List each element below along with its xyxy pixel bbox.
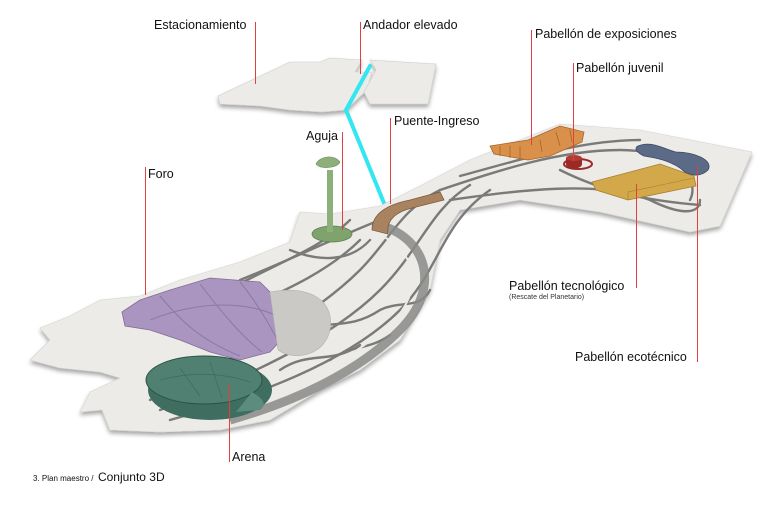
leader-puente [390,118,391,204]
label-estacionamiento: Estacionamiento [154,18,247,32]
leader-exposiciones [531,30,532,145]
caption-prefix: 3. Plan maestro / [33,474,94,483]
exposiciones-building [489,125,585,161]
tecnologico-building [591,163,697,201]
leader-estacionamiento [255,22,256,84]
label-puente-ingreso: Puente-Ingreso [394,114,480,128]
label-arena: Arena [232,450,266,464]
label-pabellon-tecnologico: Pabellón tecnológico [509,279,625,293]
label-pabellon-exposiciones: Pabellón de exposiciones [535,27,677,41]
ecotecnico-building [635,143,710,176]
leader-aguja [342,132,343,230]
foro-building [121,277,331,361]
puente-ingreso-bridge [371,191,445,235]
figure-caption: 3. Plan maestro / Conjunto 3D [33,468,165,486]
leader-foro [145,167,146,295]
parking-lot [217,57,437,113]
label-pabellon-juvenil: Pabellón juvenil [576,61,664,75]
elevated-walkway [343,64,388,210]
leader-andador [360,22,361,74]
leader-juvenil [573,63,574,161]
label-andador-elevado: Andador elevado [363,18,458,32]
main-boulevard [228,220,430,425]
leader-tecnologico [636,184,637,288]
label-foro: Foro [148,167,174,181]
label-tecnologico-subtitle: (Rescate del Planetario) [509,294,585,301]
caption-title: Conjunto 3D [97,470,165,484]
leader-ecotecnico [697,166,698,362]
juvenil-building [563,155,593,170]
label-pabellon-ecotecnico: Pabellón ecotécnico [575,350,687,364]
arena-building [145,355,272,420]
aguja-tower [311,156,353,243]
leader-arena [229,384,230,462]
label-aguja: Aguja [306,129,338,143]
